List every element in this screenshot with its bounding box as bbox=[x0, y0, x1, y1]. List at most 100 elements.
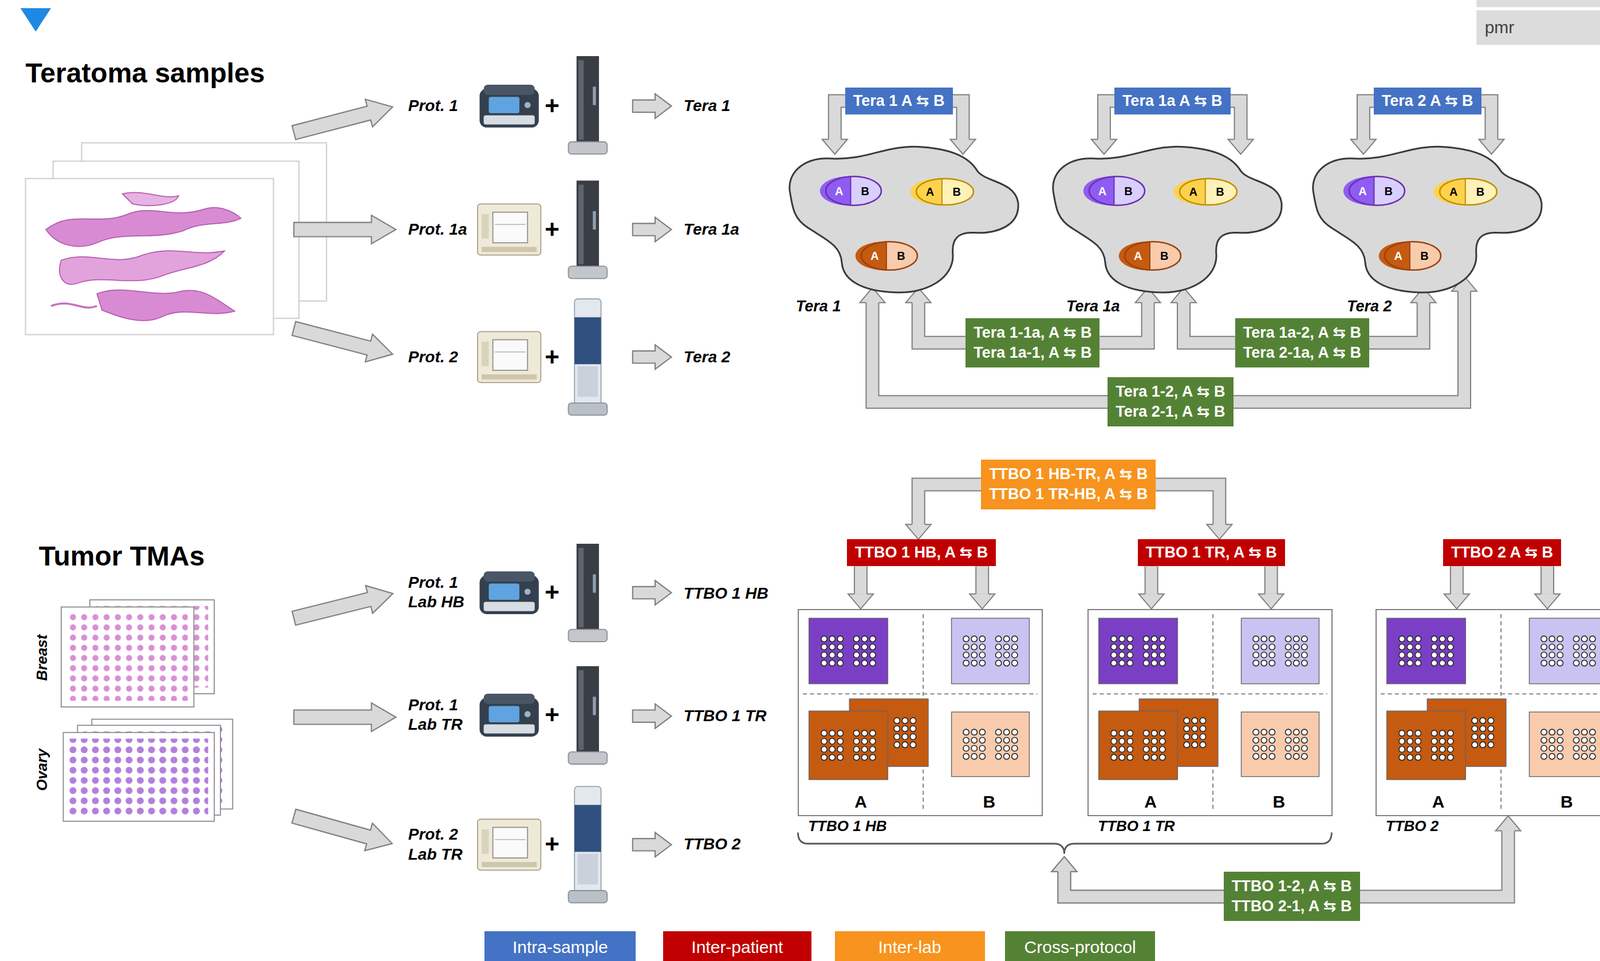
connector-outline bbox=[872, 302, 1109, 403]
core-dot bbox=[829, 746, 836, 753]
tab-label: pmr bbox=[1484, 17, 1515, 38]
core-dot bbox=[1011, 636, 1018, 642]
core-dot bbox=[1200, 742, 1207, 748]
core-dot bbox=[971, 737, 978, 744]
core-dot bbox=[1415, 660, 1421, 666]
core-dot bbox=[1301, 737, 1308, 744]
core-dot bbox=[1541, 729, 1547, 736]
tma-block bbox=[1098, 711, 1178, 780]
core-dot bbox=[829, 730, 836, 737]
core-dot bbox=[1285, 644, 1292, 650]
connector bbox=[1100, 288, 1161, 344]
core-dot bbox=[1573, 737, 1579, 744]
core-dot bbox=[995, 644, 1002, 650]
core-dot bbox=[1151, 738, 1158, 745]
core-dot bbox=[1269, 729, 1276, 736]
connector-body bbox=[834, 101, 846, 140]
sample-shape bbox=[1049, 142, 1284, 296]
core-dot bbox=[1192, 742, 1198, 748]
core-dot bbox=[910, 726, 917, 732]
core-dot bbox=[1479, 742, 1486, 748]
protocol-label: Prot. 2 bbox=[408, 348, 459, 367]
core-dot bbox=[1011, 745, 1018, 752]
core-dot bbox=[1192, 726, 1198, 732]
core-dot bbox=[963, 737, 969, 744]
core-dot bbox=[979, 745, 986, 752]
core-dot bbox=[1431, 746, 1437, 753]
core-dot bbox=[971, 636, 978, 642]
connector-body bbox=[1451, 566, 1463, 594]
connector bbox=[848, 566, 995, 609]
core-dot bbox=[861, 746, 868, 753]
core-dot bbox=[1151, 730, 1158, 737]
ellipse-shape bbox=[860, 240, 919, 272]
tissue-label: Breast bbox=[33, 635, 51, 682]
arrowhead bbox=[848, 594, 874, 610]
arrowhead-outline bbox=[1444, 594, 1470, 610]
arrowhead bbox=[905, 524, 932, 540]
core-dot bbox=[861, 660, 868, 666]
legend-label: Inter-lab bbox=[834, 931, 985, 958]
core-dot bbox=[869, 730, 876, 737]
core-dot bbox=[1541, 753, 1547, 760]
legend-swatch: Inter-lab bbox=[834, 931, 985, 961]
core-ellipse: AB bbox=[1178, 177, 1239, 207]
core-dot bbox=[821, 746, 827, 753]
box-label: Tera 1-2, A ⇆ B bbox=[1115, 381, 1225, 403]
core-dot bbox=[1293, 737, 1300, 744]
protocol-label: Prot. 1a bbox=[408, 220, 468, 239]
core-dot bbox=[1003, 660, 1010, 666]
core-dot bbox=[902, 734, 909, 740]
connector-body bbox=[1155, 485, 1220, 526]
core-dot bbox=[1110, 644, 1117, 650]
core-dot bbox=[910, 718, 917, 724]
core-dot bbox=[963, 729, 969, 736]
ellipse-divider bbox=[1204, 179, 1207, 206]
tma-block bbox=[1386, 618, 1466, 685]
core-dot bbox=[829, 660, 836, 666]
core-dot bbox=[1127, 660, 1134, 666]
core-ellipse: AB bbox=[824, 175, 883, 207]
core-dot bbox=[971, 660, 978, 666]
core-dot bbox=[1119, 746, 1126, 753]
comparison-box: Tera 1a-2, A ⇆ BTera 2-1a, A ⇆ B bbox=[1235, 318, 1370, 368]
arrowhead bbox=[1495, 816, 1521, 832]
core-dot bbox=[1407, 652, 1413, 658]
arrowhead-outline bbox=[1051, 857, 1078, 873]
core-dot bbox=[829, 652, 836, 658]
core-dot bbox=[1269, 745, 1276, 752]
connector-outline bbox=[1183, 302, 1236, 344]
core-dot bbox=[1003, 729, 1010, 736]
connector-outline bbox=[1064, 872, 1224, 898]
core-dot bbox=[1011, 737, 1018, 744]
core-dot bbox=[1200, 726, 1207, 732]
core-dot bbox=[1439, 660, 1446, 666]
plus-sign: + bbox=[544, 700, 560, 730]
core-dot bbox=[1301, 753, 1308, 760]
core-dot bbox=[1549, 636, 1555, 642]
core-dot bbox=[1541, 745, 1547, 752]
core-dot bbox=[995, 753, 1002, 760]
core-dot bbox=[1143, 754, 1150, 761]
core-dot bbox=[821, 652, 827, 658]
core-dot bbox=[1589, 644, 1596, 650]
core-dot bbox=[1003, 636, 1010, 642]
ellipse-divider bbox=[1113, 176, 1115, 206]
core-dot bbox=[861, 644, 868, 650]
core-dot bbox=[1398, 644, 1405, 650]
core-dot bbox=[1398, 730, 1405, 737]
connector bbox=[1360, 816, 1521, 898]
core-dot bbox=[1119, 730, 1126, 737]
core-dot bbox=[995, 745, 1002, 752]
core-dot bbox=[1581, 745, 1588, 752]
box-label: Tera 1a-2, A ⇆ B bbox=[1243, 322, 1362, 344]
core-dot bbox=[1439, 754, 1446, 761]
core-dot bbox=[829, 738, 836, 745]
connector-body bbox=[952, 101, 964, 140]
arrowhead-outline bbox=[1139, 594, 1165, 610]
comparison-box: Tera 1-2, A ⇆ BTera 2-1, A ⇆ B bbox=[1107, 377, 1233, 427]
core-dot bbox=[1159, 730, 1166, 737]
box-label: Tera 1 A ⇆ B bbox=[853, 91, 945, 112]
comparison-box: Tera 1a A ⇆ B bbox=[1114, 87, 1231, 115]
core-dot bbox=[869, 746, 876, 753]
